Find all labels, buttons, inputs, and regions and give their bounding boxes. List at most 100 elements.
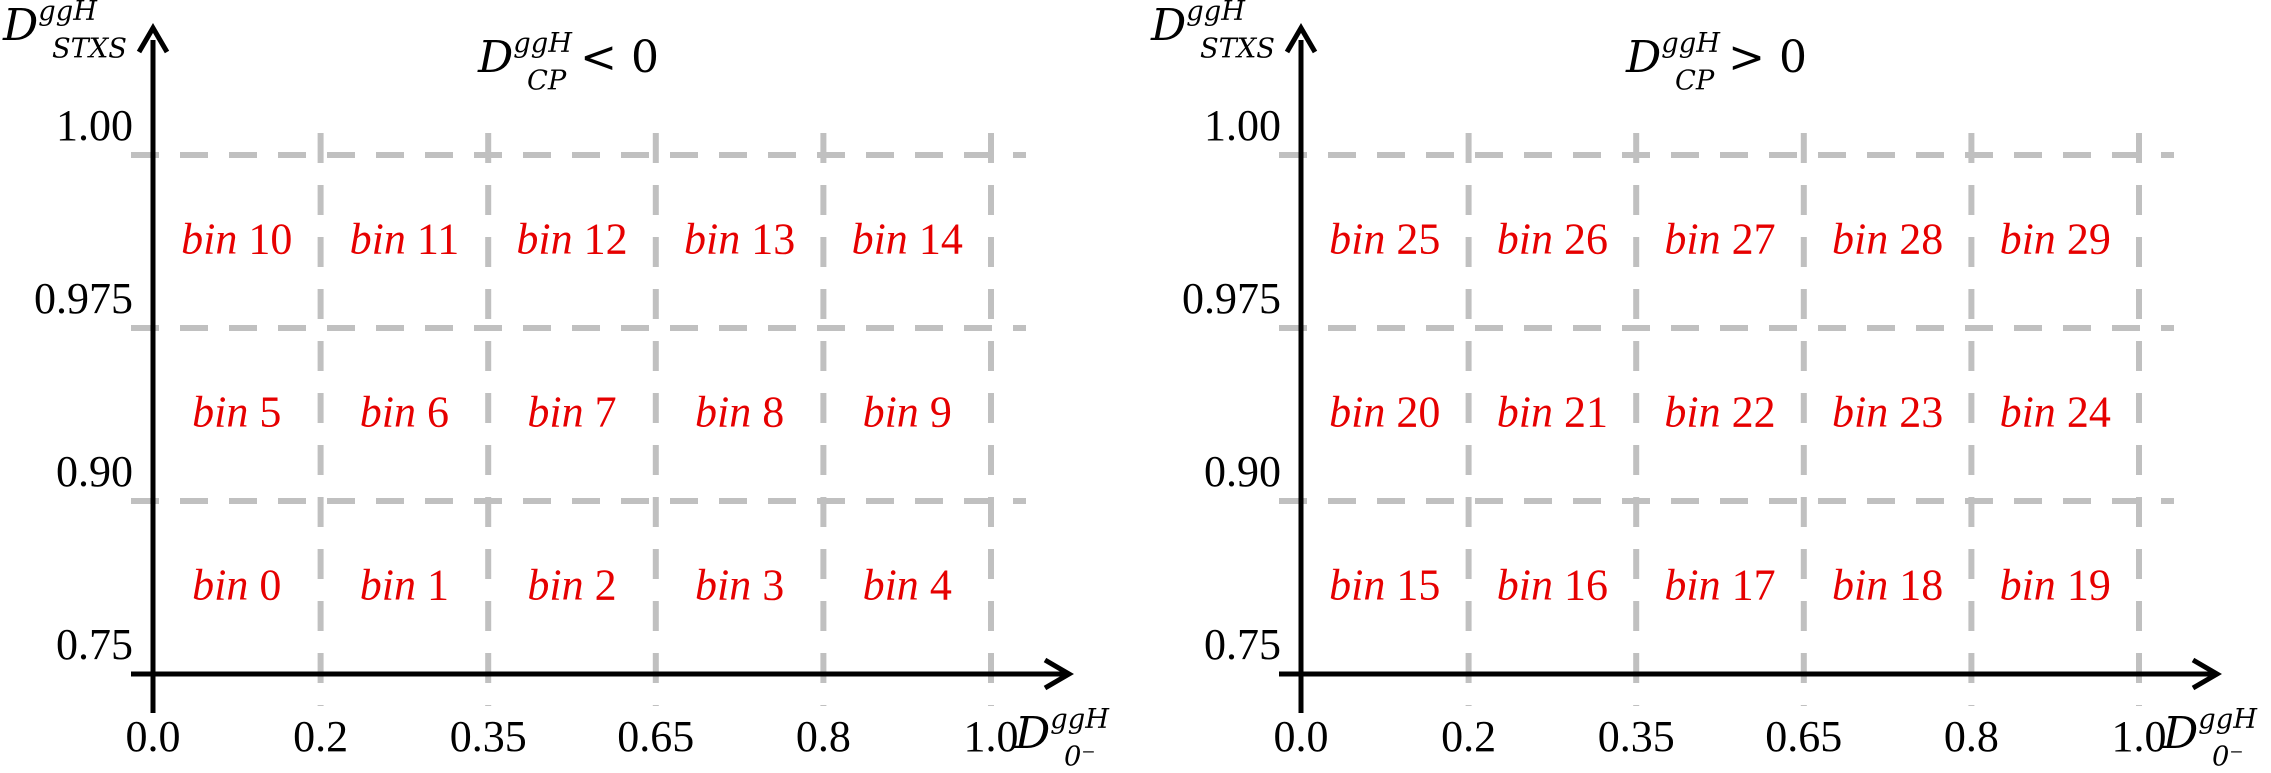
y-axis-label: DggH STXS [1150, 0, 1275, 65]
bin-number: 29 [2067, 215, 2111, 264]
bin-word: bin [1832, 388, 1899, 437]
panel-title: DggH CP < 0 [477, 28, 659, 96]
x-tick-label: 0.2 [1441, 712, 1496, 761]
y-axis-label-main: D [1150, 0, 1186, 51]
bin-label: bin 10 [181, 215, 292, 264]
bin-label: bin 3 [695, 561, 784, 610]
bin-word: bin [2000, 561, 2067, 610]
bin-number: 19 [2067, 561, 2111, 610]
x-axis-arrow-icon [2191, 657, 2222, 691]
panel-title: DggH CP > 0 [1625, 28, 1807, 96]
bin-number: 28 [1899, 215, 1943, 264]
bin-label: bin 27 [1664, 215, 1775, 264]
bin-word: bin [2000, 215, 2067, 264]
x-tick-label: 0.65 [1765, 712, 1842, 761]
y-axis-label-sub: STXS [52, 34, 127, 65]
bin-number: 5 [259, 388, 281, 437]
y-axis-label-sub: STXS [1200, 34, 1275, 65]
bin-label: bin 22 [1664, 388, 1775, 437]
bin-label: bin 25 [1329, 215, 1440, 264]
bin-number: 20 [1396, 388, 1440, 437]
panel-title-relation: > 0 [1714, 32, 1807, 83]
bin-number: 14 [919, 215, 963, 264]
panel-title-main: D [477, 32, 513, 83]
bin-label: bin 7 [527, 388, 616, 437]
x-axis-label-sup: ggH [1050, 704, 1110, 735]
bin-number: 17 [1732, 561, 1776, 610]
x-axis-label-main: D [1014, 708, 1050, 759]
bin-number: 11 [417, 215, 459, 264]
bin-word: bin [192, 561, 259, 610]
bin-word: bin [1664, 561, 1731, 610]
y-axis-label-sup: ggH [38, 0, 98, 27]
bin-number: 27 [1732, 215, 1776, 264]
bin-label: bin 11 [350, 215, 460, 264]
bin-label: bin 13 [684, 215, 795, 264]
bin-number: 22 [1732, 388, 1776, 437]
grid [131, 133, 1026, 706]
bin-word: bin [1497, 561, 1564, 610]
x-tick-label: 0.8 [796, 712, 851, 761]
panel-title-relation: < 0 [566, 32, 659, 83]
y-axis-arrow-icon [136, 23, 170, 54]
bin-label: bin 17 [1664, 561, 1775, 610]
bin-number: 24 [2067, 388, 2111, 437]
bin-number: 9 [930, 388, 952, 437]
bin-label: bin 23 [1832, 388, 1943, 437]
x-axis-label-main: D [2162, 708, 2198, 759]
x-axis-arrow-icon [1043, 657, 1074, 691]
y-tick-label: 0.975 [1182, 274, 1281, 323]
y-tick-label: 0.90 [1204, 447, 1281, 496]
bin-label: bin 18 [1832, 561, 1943, 610]
x-axis-label: DggH 0⁻ [1014, 704, 1110, 772]
x-axis-label-sup: ggH [2198, 704, 2258, 735]
bin-number: 23 [1899, 388, 1943, 437]
bin-word: bin [863, 388, 930, 437]
bin-label: bin 26 [1497, 215, 1608, 264]
panel-title-sup: ggH [513, 28, 573, 59]
panel-title-sup: ggH [1661, 28, 1721, 59]
bin-number: 15 [1396, 561, 1440, 610]
y-tick-label: 0.75 [1204, 620, 1281, 669]
panel-title-main: D [1625, 32, 1661, 83]
y-axis-label-main: D [2, 0, 38, 51]
y-axis-label: DggH STXS [2, 0, 127, 65]
bin-number: 13 [751, 215, 795, 264]
bin-number: 3 [762, 561, 784, 610]
bin-word: bin [527, 388, 594, 437]
bin-number: 26 [1564, 215, 1608, 264]
bin-word: bin [1832, 215, 1899, 264]
bin-number: 2 [595, 561, 617, 610]
bin-number: 4 [930, 561, 952, 610]
bin-word: bin [1329, 561, 1396, 610]
bin-label: bin 21 [1497, 388, 1608, 437]
bin-label: bin 29 [2000, 215, 2111, 264]
bin-label: bin 5 [192, 388, 281, 437]
bin-number: 12 [584, 215, 628, 264]
bin-label: bin 1 [360, 561, 449, 610]
y-axis-label-sup: ggH [1186, 0, 1246, 27]
bin-number: 25 [1396, 215, 1440, 264]
x-tick-label: 0.35 [1598, 712, 1675, 761]
x-tick-label: 0.65 [617, 712, 694, 761]
bin-word: bin [695, 561, 762, 610]
bin-word: bin [695, 388, 762, 437]
x-tick-label: 1.0 [964, 712, 1019, 761]
bin-word: bin [350, 215, 417, 264]
x-tick-label: 1.0 [2112, 712, 2167, 761]
bin-label: bin 15 [1329, 561, 1440, 610]
x-axis-label-sub: 0⁻ [1064, 742, 1096, 773]
bin-number: 6 [427, 388, 449, 437]
bin-word: bin [2000, 388, 2067, 437]
x-tick-label: 0.0 [126, 712, 181, 761]
grid [1279, 133, 2174, 706]
panel-title-sub: CP [527, 66, 567, 97]
x-tick-label: 0.8 [1944, 712, 1999, 761]
panel-title-sub: CP [1675, 66, 1715, 97]
bin-number: 8 [762, 388, 784, 437]
x-tick-label: 0.2 [293, 712, 348, 761]
x-tick-label: 0.0 [1274, 712, 1329, 761]
y-tick-label: 0.75 [56, 620, 133, 669]
